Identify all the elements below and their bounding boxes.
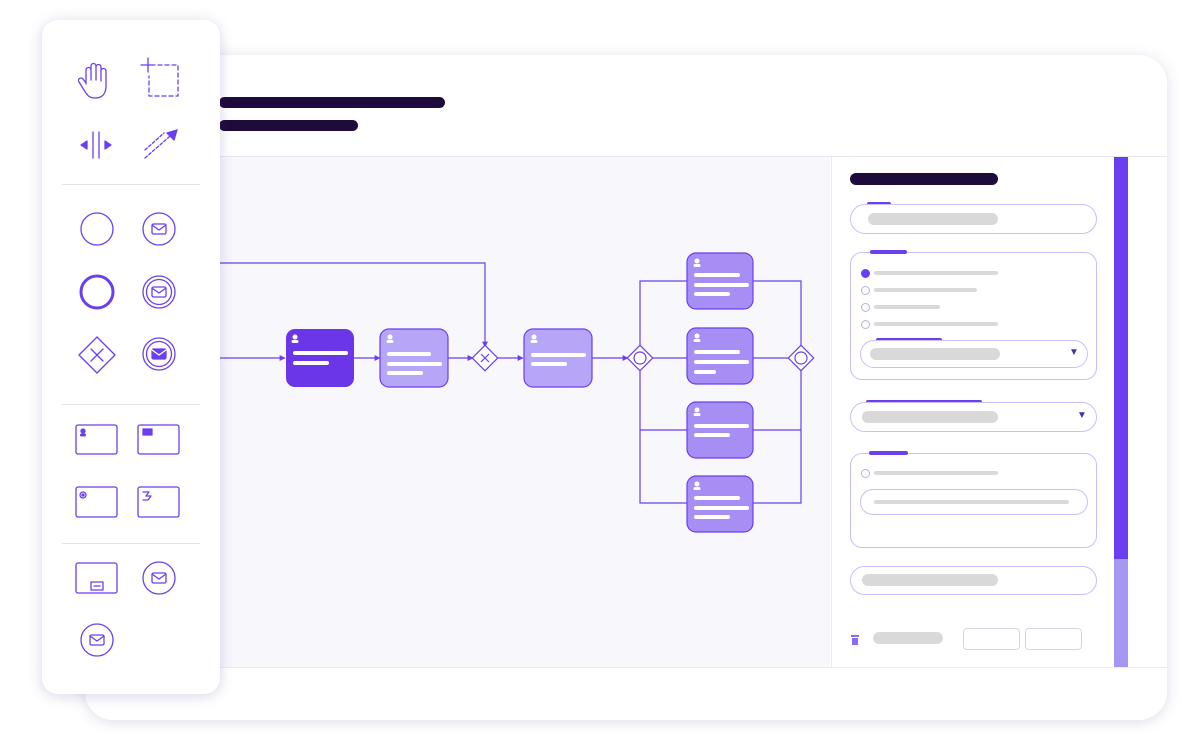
option-toggle[interactable]: [861, 469, 870, 478]
bottom-input[interactable]: [850, 566, 1097, 595]
name-input[interactable]: [850, 204, 1097, 234]
message-intermediate-event-icon[interactable]: [142, 275, 176, 309]
palette-icons: [75, 57, 180, 657]
title-placeholder: [219, 97, 445, 108]
user-task[interactable]: [379, 328, 449, 388]
parallel-gateway-split[interactable]: [626, 344, 654, 372]
bpmn-diagram[interactable]: [85, 157, 830, 667]
parallel-gateway-join[interactable]: [787, 344, 815, 372]
group-label: [869, 451, 908, 455]
chevron-down-icon: ▼: [1077, 410, 1087, 421]
user-task[interactable]: [686, 327, 754, 385]
message-start-event-icon[interactable]: [142, 212, 176, 246]
service-task-icon[interactable]: [75, 486, 118, 518]
send-task-icon[interactable]: [137, 424, 180, 455]
message-end-event-icon[interactable]: [142, 337, 176, 371]
flow-branches-join: [753, 280, 802, 504]
text-input[interactable]: [860, 489, 1088, 515]
exclusive-gateway-icon[interactable]: [78, 336, 116, 374]
user-task[interactable]: [686, 401, 754, 459]
exclusive-gateway[interactable]: [471, 344, 499, 372]
connect-arrow-icon[interactable]: [144, 129, 178, 159]
flow-split-branches: [639, 280, 687, 504]
chevron-down-icon: ▼: [1069, 347, 1079, 358]
checkbox-group: [850, 451, 1097, 548]
user-task[interactable]: [686, 475, 754, 533]
group-label: [870, 250, 907, 254]
subtitle-placeholder: [219, 120, 358, 131]
user-task-selected[interactable]: [286, 329, 354, 387]
lasso-select-icon[interactable]: [140, 57, 179, 97]
delete-icon[interactable]: [851, 632, 859, 645]
radio-option[interactable]: [861, 320, 870, 329]
palette-divider: [62, 184, 200, 185]
end-event-icon[interactable]: [79, 274, 115, 310]
panel-title-placeholder: [850, 173, 998, 185]
window-header: [85, 55, 1167, 157]
sequence-flows: [215, 262, 802, 504]
editor-window: ▼ ▼: [85, 55, 1167, 720]
radio-option[interactable]: [861, 286, 870, 295]
start-event-icon[interactable]: [80, 212, 114, 246]
toolbox-palette: [42, 20, 220, 694]
user-task[interactable]: [523, 328, 593, 388]
user-icon: [291, 334, 299, 343]
message-event-icon[interactable]: [142, 561, 176, 595]
palette-divider: [62, 543, 200, 544]
script-task-icon[interactable]: [137, 486, 180, 518]
space-tool-icon[interactable]: [80, 131, 112, 159]
user-task-icon[interactable]: [75, 424, 118, 455]
radio-option[interactable]: [861, 303, 870, 312]
panel-scrollbar-thumb[interactable]: [1114, 157, 1128, 559]
secondary-button[interactable]: [963, 628, 1020, 650]
hand-icon[interactable]: [77, 62, 107, 99]
user-task[interactable]: [686, 252, 754, 310]
radio-option[interactable]: [861, 269, 870, 278]
inner-select[interactable]: ▼: [860, 340, 1088, 368]
properties-panel: ▼ ▼: [831, 157, 1115, 667]
flow-loop: [215, 262, 488, 348]
primary-button[interactable]: [1025, 628, 1082, 650]
subprocess-icon[interactable]: [75, 562, 118, 594]
palette-divider: [62, 404, 200, 405]
dropdown-select[interactable]: ▼: [850, 402, 1097, 432]
radio-group: ▼: [850, 250, 1097, 380]
footer-divider: [85, 667, 1167, 668]
action-placeholder: [873, 632, 943, 644]
message-event-icon[interactable]: [80, 623, 114, 657]
